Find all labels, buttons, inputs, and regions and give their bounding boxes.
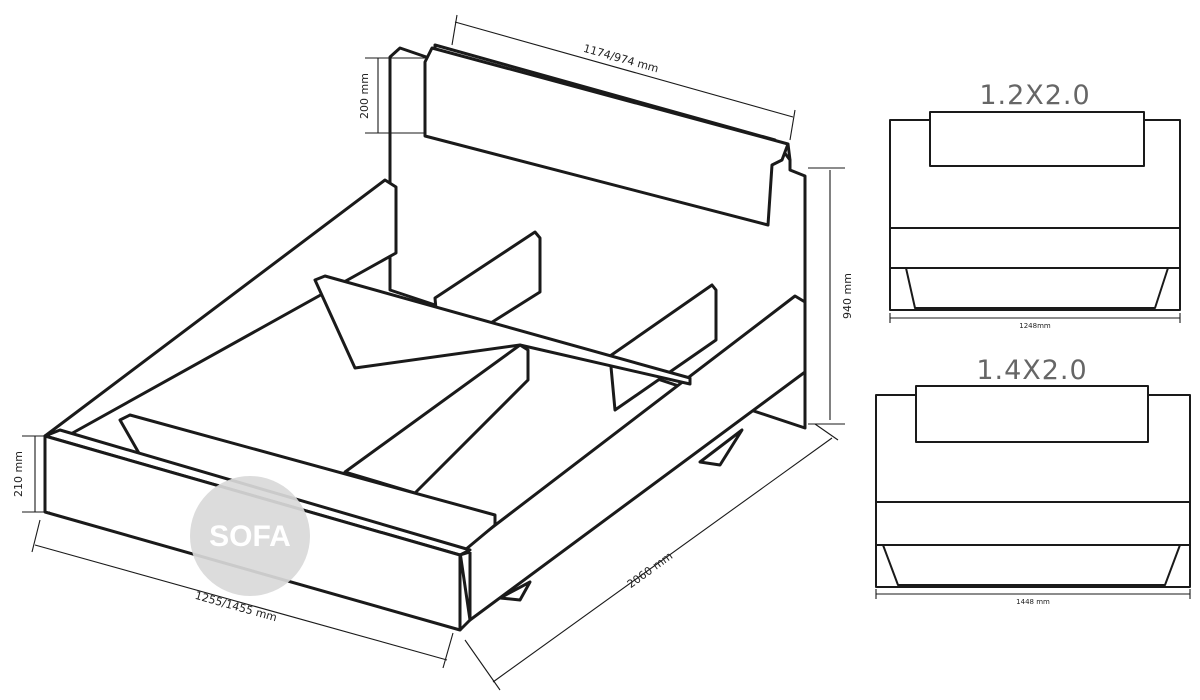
sofa-watermark-logo: SOFA — [190, 476, 310, 596]
pad-outline-1 — [929, 111, 1145, 167]
bed-leg — [498, 580, 532, 602]
front-view-1-4x2-0: 1.4X2.0 1448 mm — [875, 355, 1191, 606]
frame-height-label: 210 mm — [12, 451, 25, 497]
rear-slat-right — [608, 283, 718, 412]
front-cross-board — [313, 274, 692, 386]
dimension-lines — [22, 14, 845, 691]
headboard-height-label: 200 mm — [358, 73, 371, 119]
frame-length-label: 2060 mm — [625, 549, 675, 591]
central-divider — [343, 343, 530, 495]
watermark-brand: SOFA — [209, 520, 291, 553]
pad-outline-2 — [915, 385, 1149, 443]
variant-title-2: 1.4X2.0 — [976, 355, 1087, 386]
headboard-width-label: 1174/974 mm — [582, 42, 660, 76]
headboard-pad — [423, 46, 790, 227]
front-view-1-2x2-0: 1.2X2.0 1248mm — [889, 80, 1181, 330]
variant-title-1: 1.2X2.0 — [979, 80, 1090, 111]
right-side-rail — [458, 294, 807, 622]
total-height-label: 940 mm — [841, 273, 854, 319]
variant-width-1: 1248mm — [1019, 322, 1051, 330]
variant-width-2: 1448 mm — [1016, 598, 1050, 606]
bed-leg — [698, 428, 744, 467]
